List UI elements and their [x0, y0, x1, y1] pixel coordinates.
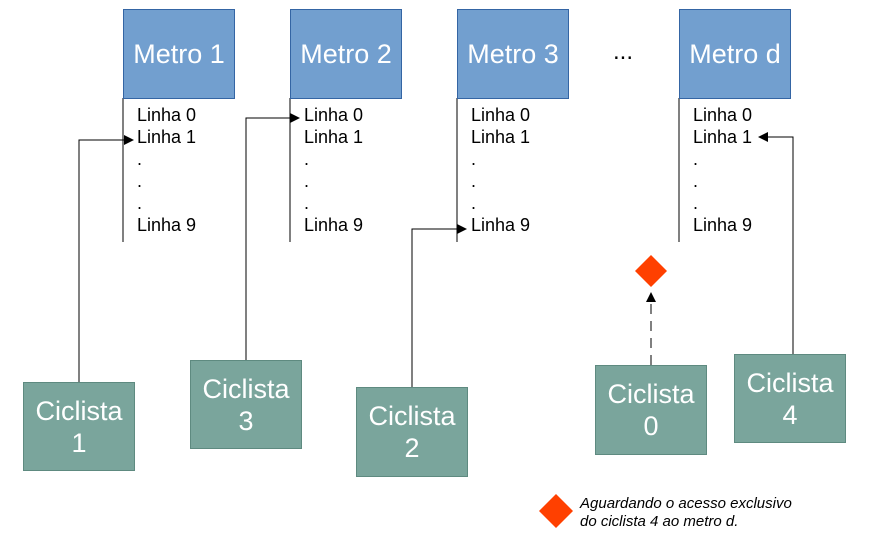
metro-2-line-0: Linha 0 — [304, 105, 364, 125]
connector-cyclist-4 — [758, 132, 794, 354]
metro-1-dot-3: . — [137, 193, 143, 213]
cyclist-2-box: Ciclista 2 — [356, 387, 468, 477]
metro-3-dot-3: . — [471, 193, 477, 213]
cyclist-4-box: Ciclista 4 — [734, 354, 846, 443]
cyclist-1-box: Ciclista 1 — [23, 382, 135, 471]
cyclist-2-number: 2 — [404, 433, 420, 463]
metro-1-title: Metro 1 — [133, 38, 225, 69]
metro-d-lines: Linha 0 Linha 1 . . . Linha 9 — [693, 104, 752, 236]
cyclist-0-label: Ciclista — [607, 379, 695, 409]
metro-1-dot-2: . — [137, 171, 143, 191]
metro-d-line-9: Linha 9 — [693, 215, 753, 235]
cyclist-3-label: Ciclista — [202, 373, 290, 404]
metro-3-line-9: Linha 9 — [471, 215, 531, 235]
cyclist-4-number: 4 — [782, 399, 798, 430]
cyclist-3-box: Ciclista 3 — [190, 360, 302, 449]
metro-d-box: Metro d — [679, 9, 791, 99]
metro-1-box: Metro 1 — [123, 9, 235, 99]
metro-1-line-9: Linha 9 — [137, 215, 197, 235]
cyclist-1-number: 1 — [71, 427, 87, 458]
cyclist-1-label: Ciclista — [35, 395, 123, 426]
metro-2-lines: Linha 0 Linha 1 . . . Linha 9 — [304, 104, 363, 236]
cyclist-4-label: Ciclista — [746, 367, 834, 398]
metro-3-title: Metro 3 — [467, 38, 559, 69]
waiting-diamond — [635, 255, 667, 287]
metro-d-dot-3: . — [693, 193, 699, 213]
cyclist-3-number: 3 — [238, 405, 254, 436]
legend-diamond — [539, 494, 573, 528]
metro-1-lines: Linha 0 Linha 1 . . . Linha 9 — [137, 104, 196, 236]
cyclist-2-label: Ciclista — [368, 401, 456, 431]
connector-cyclist-2 — [411, 224, 467, 387]
metro-1-dot-1: . — [137, 149, 143, 169]
metro-2-dot-1: . — [304, 149, 310, 169]
metro-d-line-1: Linha 1 — [693, 127, 753, 147]
metro-d-dot-2: . — [693, 171, 699, 191]
metro-d-dot-1: . — [693, 149, 699, 169]
metro-2-dot-3: . — [304, 193, 310, 213]
metro-3-line-0: Linha 0 — [471, 105, 531, 125]
metro-3-lines: Linha 0 Linha 1 . . . Linha 9 — [471, 104, 530, 236]
metro-d-line-0: Linha 0 — [693, 105, 753, 125]
metro-d-title: Metro d — [689, 38, 781, 69]
metro-3-box: Metro 3 — [457, 9, 569, 99]
metro-3-dot-1: . — [471, 149, 477, 169]
connector-cyclist-3 — [245, 113, 300, 360]
metro-1-line-0: Linha 0 — [137, 105, 197, 125]
metro-2-dot-2: . — [304, 171, 310, 191]
legend-text: Aguardando o acesso exclusivo do ciclist… — [580, 495, 792, 531]
legend-line-2: do ciclista 4 ao metro d. — [580, 513, 739, 530]
legend-line-1: Aguardando o acesso exclusivo — [580, 495, 792, 512]
connector-cyclist-1 — [78, 135, 134, 382]
metro-3-line-1: Linha 1 — [471, 127, 531, 147]
metro-2-line-9: Linha 9 — [304, 215, 364, 235]
metro-3-dot-2: . — [471, 171, 477, 191]
metro-2-line-1: Linha 1 — [304, 127, 364, 147]
metro-2-box: Metro 2 — [290, 9, 402, 99]
metro-ellipsis: ... — [613, 38, 634, 65]
metro-1-line-1: Linha 1 — [137, 127, 197, 147]
cyclist-0-box: Ciclista 0 — [595, 365, 707, 455]
cyclist-0-number: 0 — [643, 411, 659, 441]
metro-2-title: Metro 2 — [300, 38, 392, 69]
